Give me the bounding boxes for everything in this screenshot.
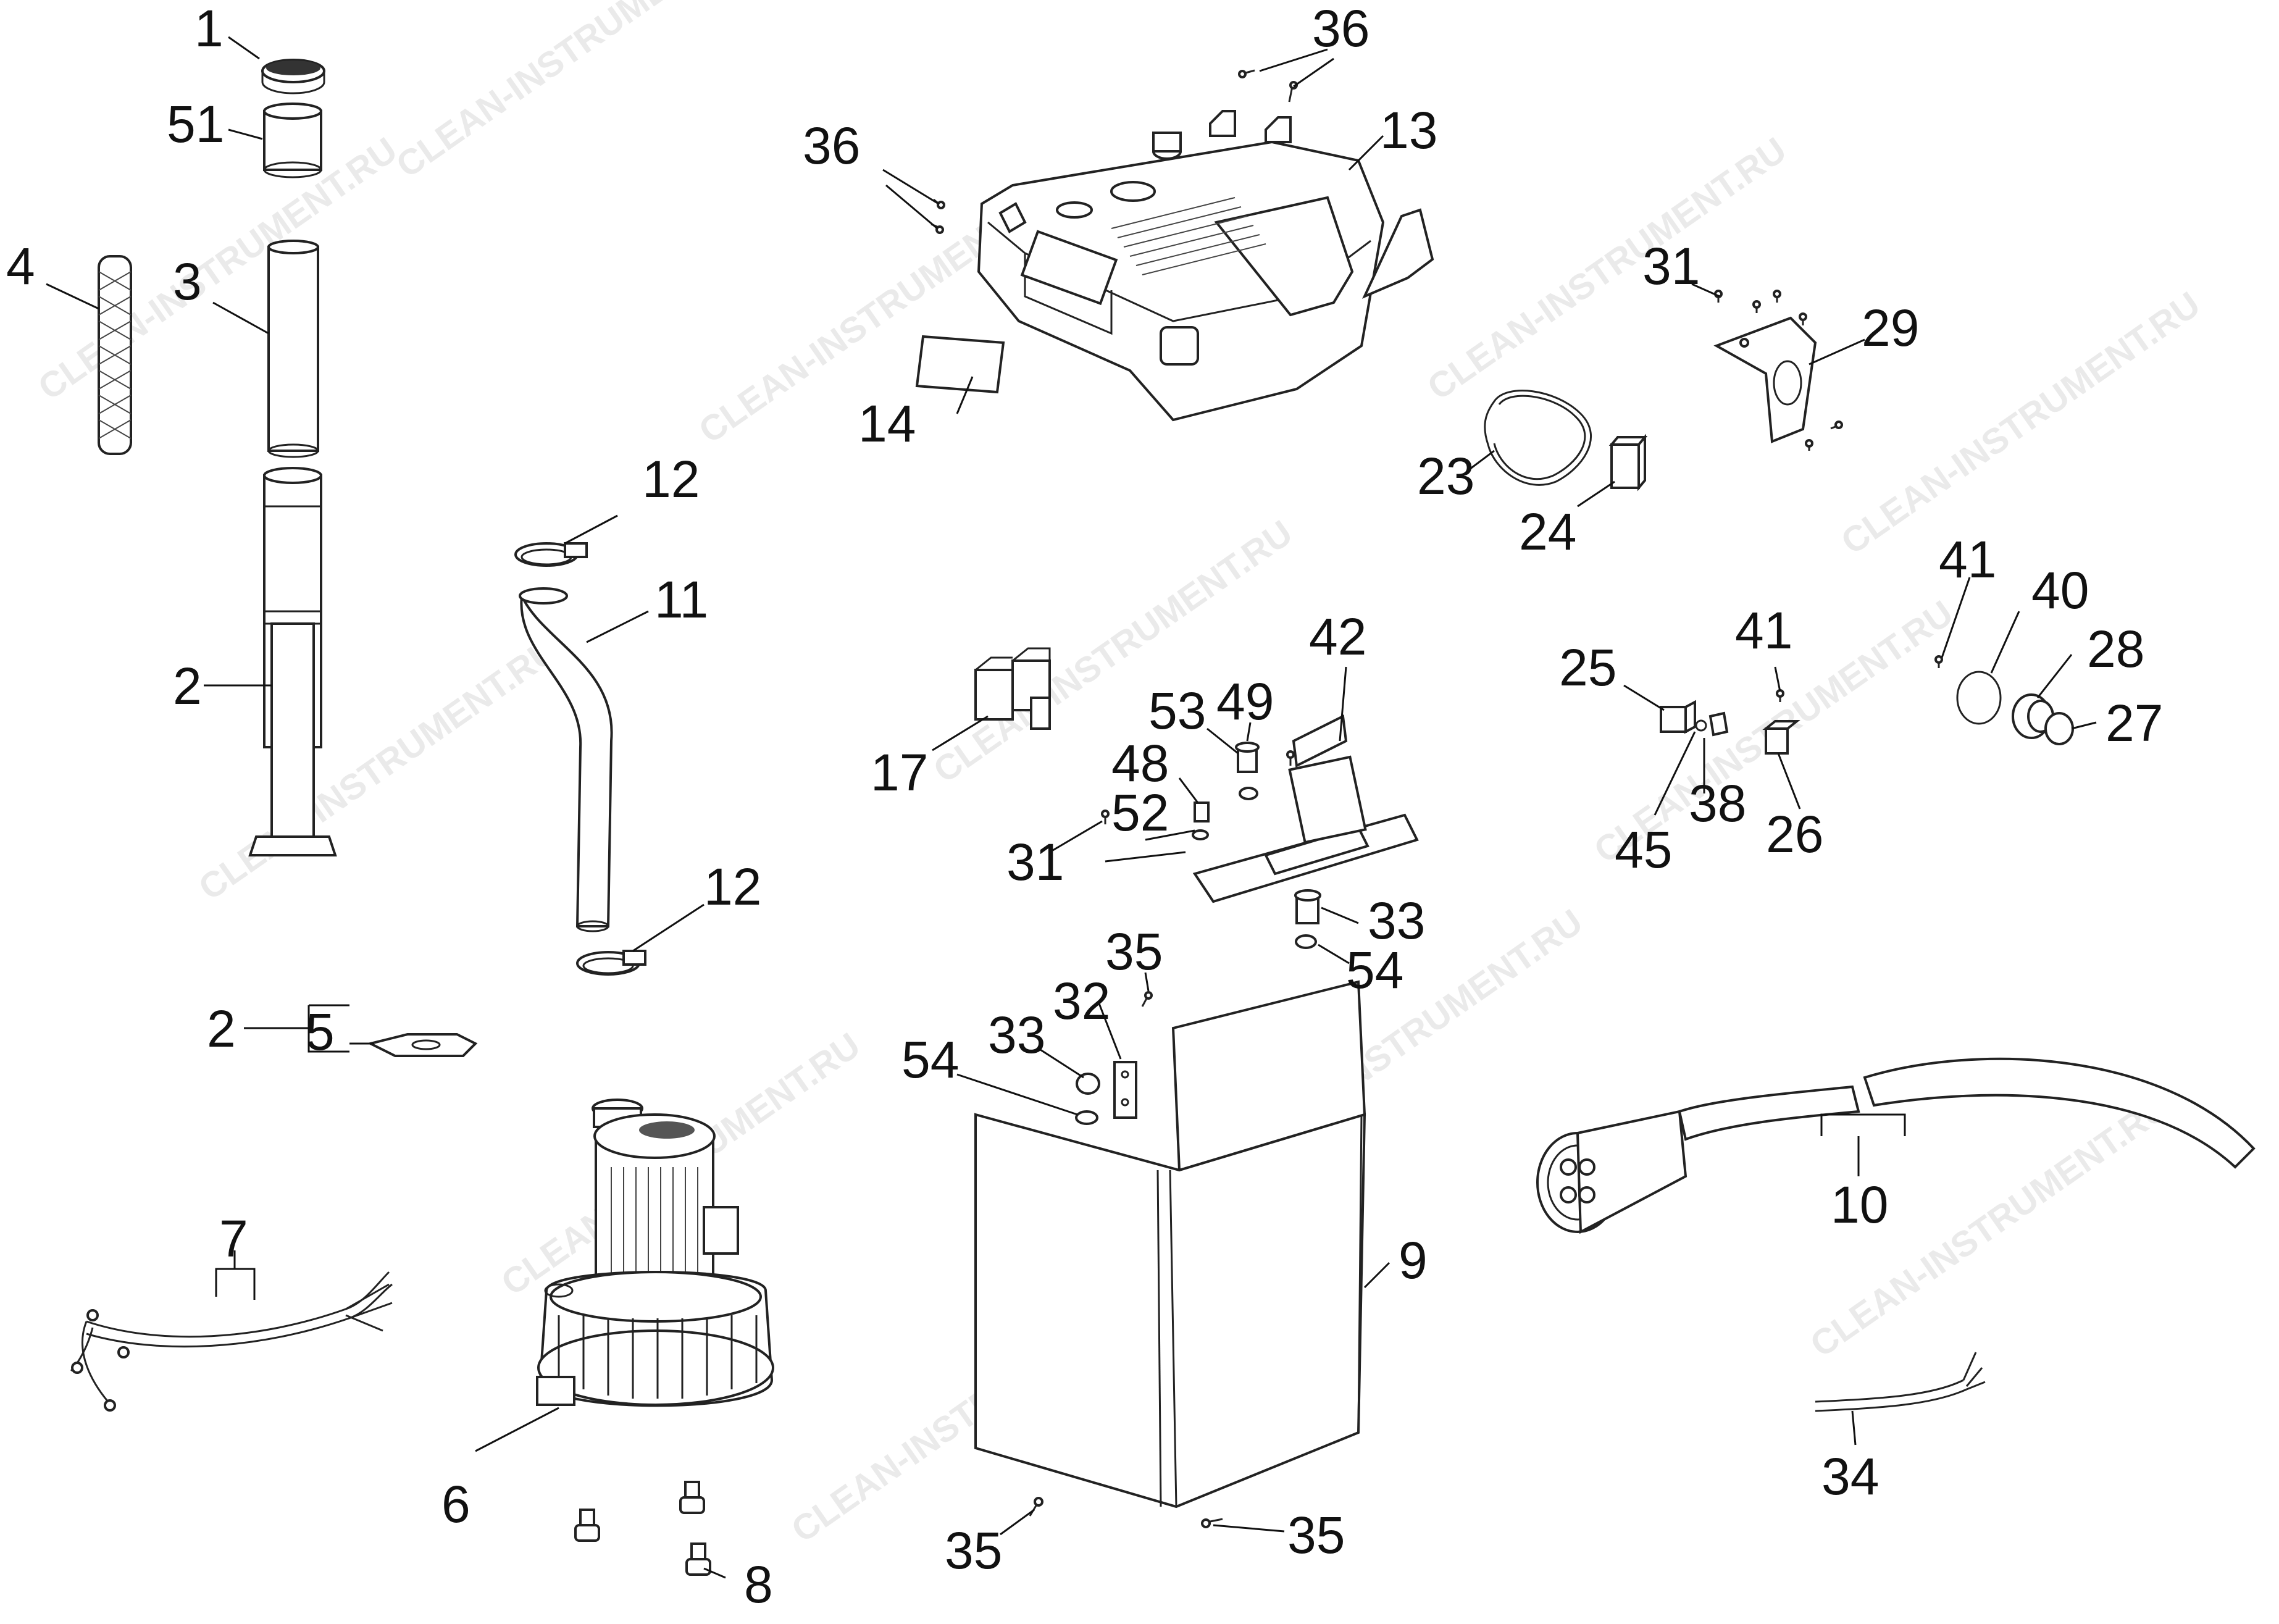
label-part-25: 25 — [1559, 638, 1616, 697]
label-part-13: 13 — [1380, 101, 1437, 159]
label-part-48: 48 — [1111, 734, 1169, 792]
label-part-45: 45 — [1615, 821, 1672, 879]
part-35-screws — [1029, 991, 1223, 1528]
part-11-hose — [519, 587, 613, 932]
label-part-2-group: 2 — [207, 1000, 236, 1058]
part-labels: 1 51 4 3 2 12 11 12 2 5 7 6 8 36 36 13 1… — [6, 0, 2163, 1614]
watermark-text: CLEAN-INSTRUMENT.RU — [1420, 130, 1794, 408]
label-part-7: 7 — [219, 1210, 248, 1268]
part-31-screws-mid — [1101, 750, 1295, 824]
part-7-wire-harness — [70, 1271, 393, 1412]
label-part-33-mid: 33 — [1368, 892, 1425, 950]
part-33-54-left — [1075, 1073, 1100, 1125]
label-part-26: 26 — [1766, 805, 1823, 863]
label-part-41-right: 41 — [1939, 530, 1996, 588]
label-part-31-mid: 31 — [1006, 833, 1064, 891]
part-49-53-fittings — [1235, 742, 1260, 800]
label-part-33-left: 33 — [988, 1006, 1045, 1064]
part-2-housing-tube — [248, 467, 337, 856]
label-part-31-top: 31 — [1642, 237, 1700, 295]
part-14-label-plate — [915, 335, 1005, 394]
label-part-5: 5 — [306, 1003, 335, 1061]
label-part-23: 23 — [1417, 447, 1474, 505]
label-part-34: 34 — [1821, 1447, 1879, 1505]
label-part-29: 29 — [1862, 299, 1919, 357]
label-part-2-tube: 2 — [173, 657, 202, 715]
part-23-gasket — [1484, 390, 1592, 486]
label-part-51: 51 — [167, 95, 224, 153]
label-part-1: 1 — [194, 0, 224, 57]
part-36-screws — [930, 69, 1298, 234]
part-33-54-mid — [1294, 889, 1321, 949]
part-12-clamp-bottom — [576, 950, 646, 976]
part-31-screws-top — [1714, 290, 1843, 451]
part-41-screws — [1776, 655, 1943, 702]
part-8-feet — [574, 1481, 711, 1576]
label-part-40: 40 — [2031, 561, 2089, 619]
label-part-36-top: 36 — [1312, 0, 1369, 57]
label-part-32: 32 — [1053, 972, 1110, 1030]
part-28-27-connector — [2012, 693, 2074, 745]
part-26-switch — [1762, 720, 1800, 755]
part-5-gasket — [367, 1033, 478, 1057]
label-part-17: 17 — [871, 743, 928, 802]
label-part-54-left: 54 — [901, 1031, 959, 1089]
part-6-blower-motor — [536, 1099, 774, 1407]
watermark-text: CLEAN-INSTRUMENT.RU — [389, 0, 763, 186]
part-4-mesh-filter — [98, 255, 132, 455]
bracket-7 — [215, 1250, 256, 1300]
part-38-45-washers — [1695, 711, 1729, 737]
label-part-41-left: 41 — [1735, 601, 1792, 659]
label-part-6: 6 — [441, 1475, 470, 1533]
label-part-35-bl: 35 — [945, 1521, 1002, 1580]
part-12-clamp-top — [514, 542, 588, 567]
part-51-sleeve — [263, 103, 322, 178]
part-29-bracket — [1713, 316, 1817, 443]
part-48-52-fittings — [1192, 802, 1210, 840]
label-part-8: 8 — [744, 1555, 773, 1614]
label-part-42: 42 — [1309, 608, 1366, 666]
part-40-ring — [1956, 671, 2002, 725]
watermark-text: CLEAN-INSTRUMENT.RU — [31, 130, 404, 408]
part-17-relays — [974, 647, 1051, 730]
label-part-12-bottom: 12 — [704, 858, 761, 916]
label-part-35-br: 35 — [1287, 1506, 1345, 1564]
label-part-4: 4 — [6, 237, 35, 295]
part-25-switch — [1660, 700, 1696, 734]
watermark-text: CLEAN-INSTRUMENT.RU — [191, 630, 565, 908]
label-part-35-top: 35 — [1105, 923, 1163, 981]
part-34-wire — [1815, 1352, 1986, 1412]
label-part-52: 52 — [1111, 784, 1169, 842]
part-3-tube — [267, 240, 319, 458]
label-part-38: 38 — [1689, 774, 1746, 832]
label-part-27: 27 — [2105, 694, 2163, 752]
part-9-cover — [974, 980, 1366, 1509]
leader-lines — [46, 36, 2097, 1579]
label-part-11: 11 — [654, 571, 708, 629]
part-42-plate — [1192, 714, 1419, 903]
label-part-14: 14 — [858, 395, 916, 453]
label-part-3: 3 — [173, 253, 202, 311]
label-part-24: 24 — [1519, 503, 1576, 561]
bracket-2-5 — [244, 1004, 374, 1053]
label-part-12-top: 12 — [642, 450, 700, 508]
label-part-54-mid: 54 — [1346, 941, 1403, 999]
part-24-block — [1608, 433, 1648, 492]
part-10-power-cable — [1536, 1057, 2256, 1234]
label-part-10: 10 — [1831, 1176, 1888, 1234]
bracket-10 — [1820, 1113, 1906, 1176]
part-13-top-housing — [977, 110, 1434, 422]
part-1-filter-cap — [261, 59, 325, 94]
label-part-9: 9 — [1399, 1231, 1428, 1289]
label-part-53: 53 — [1148, 682, 1206, 740]
label-part-49: 49 — [1216, 672, 1274, 730]
label-part-28: 28 — [2087, 620, 2144, 678]
label-part-36-left: 36 — [803, 117, 860, 175]
